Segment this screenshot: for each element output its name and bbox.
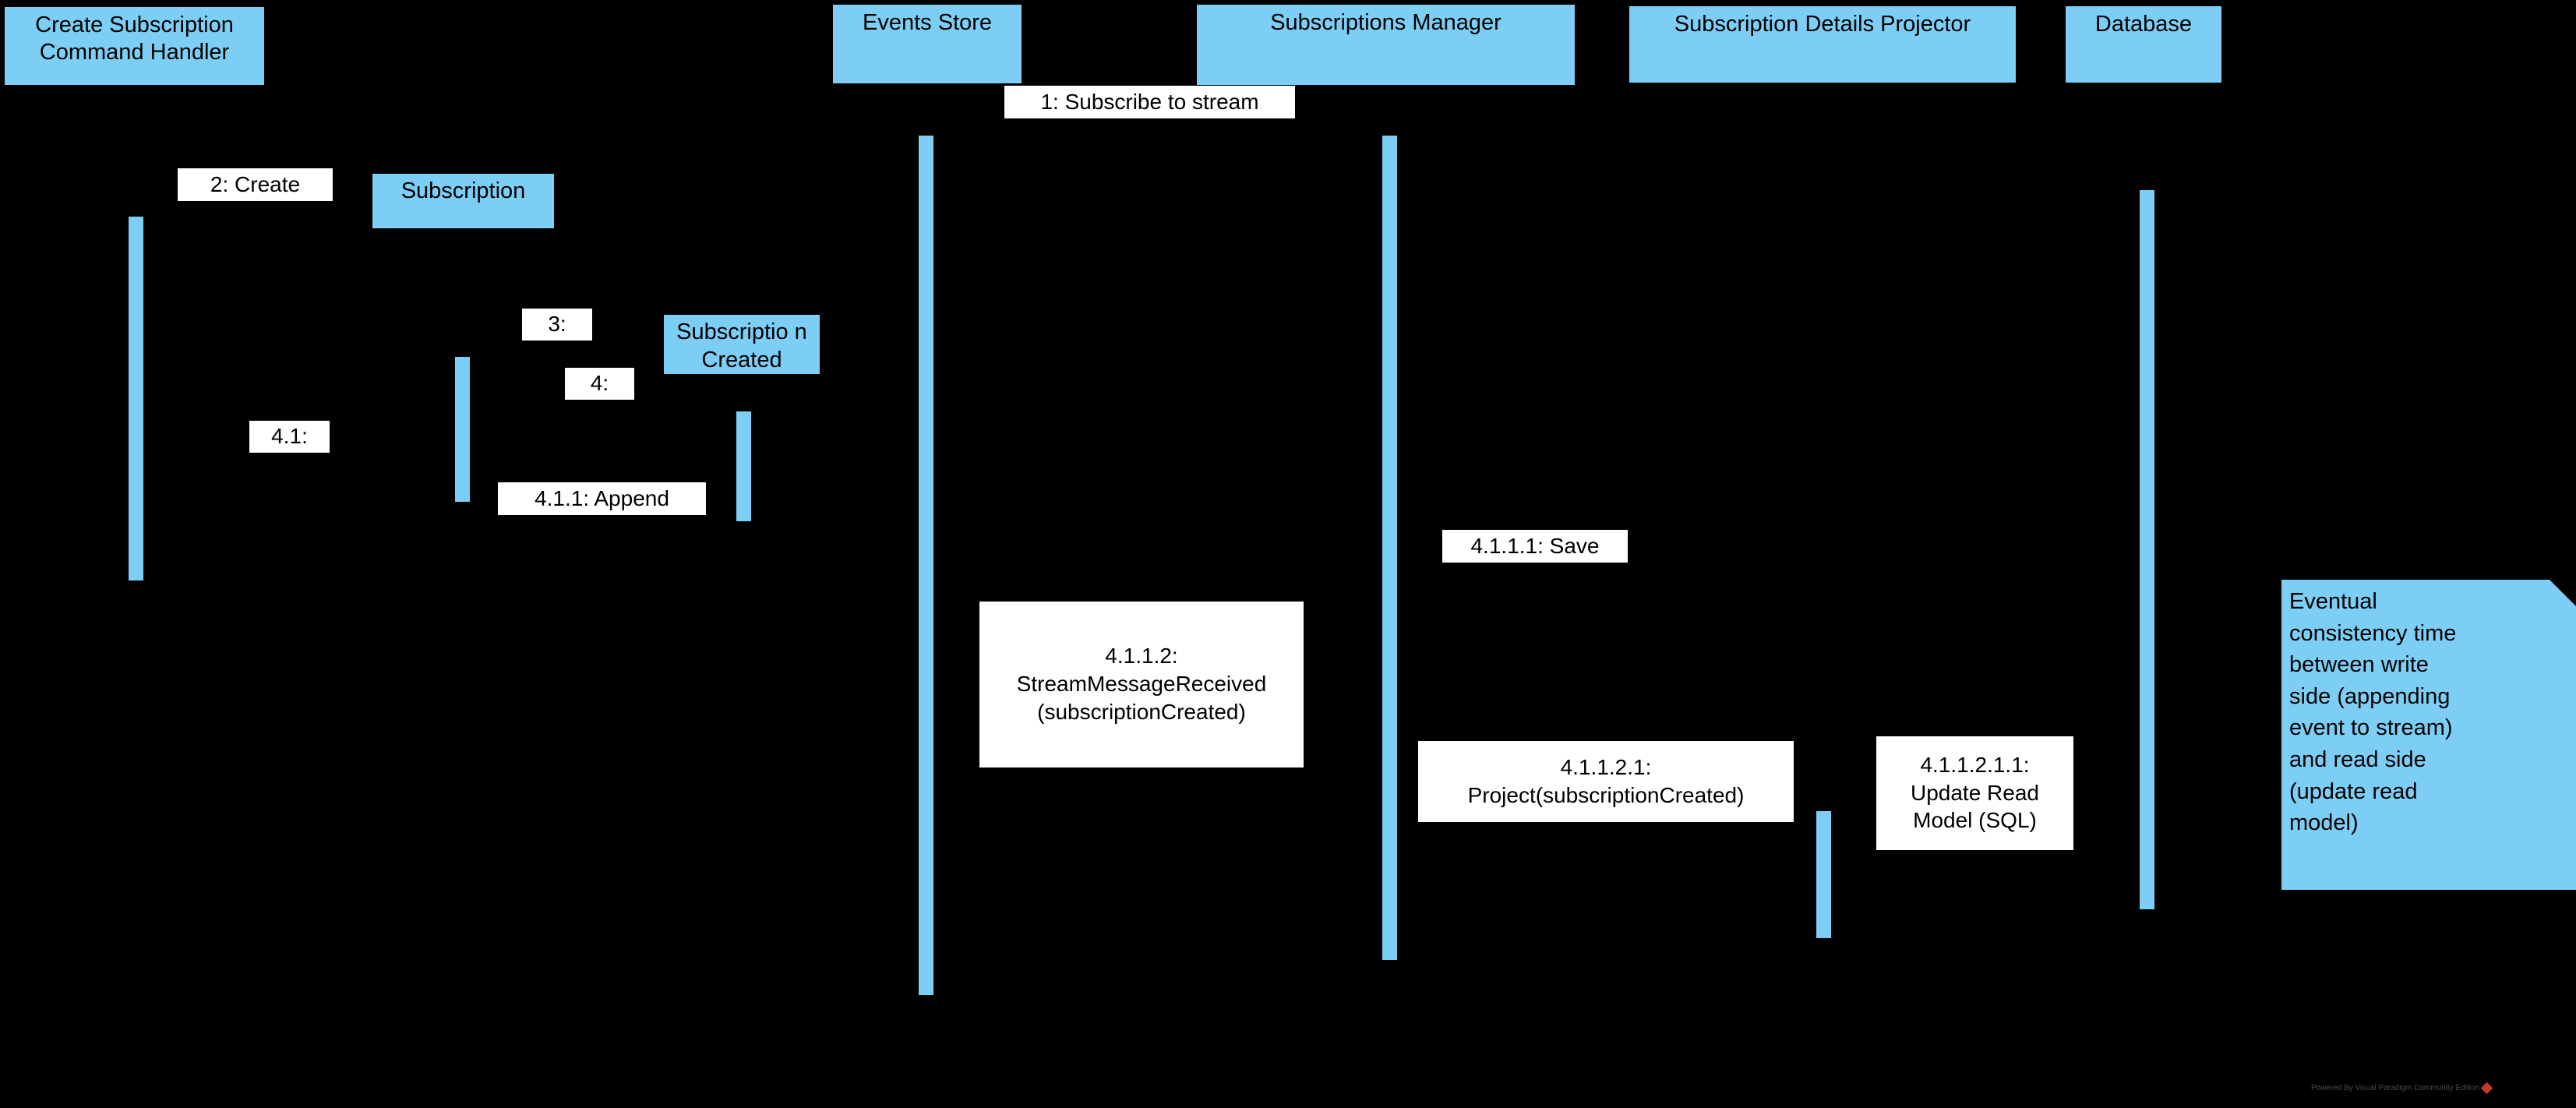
activation-bar-events-store	[918, 135, 934, 996]
message-label-3[interactable]: 3:	[522, 309, 592, 341]
activation-bar-subscription	[454, 356, 471, 503]
message-label-2-create[interactable]: 2: Create	[178, 168, 333, 201]
message-label-4-1[interactable]: 4.1:	[249, 421, 330, 453]
message-label-4-1-1-1-save[interactable]: 4.1.1.1: Save	[1442, 530, 1628, 563]
message-label-1-subscribe-to-stream[interactable]: 1: Subscribe to stream	[1004, 86, 1295, 118]
participant-subscriptions-manager[interactable]: Subscriptions Manager	[1196, 4, 1576, 86]
note-eventual-consistency[interactable]: Eventual consistency time between write …	[2281, 580, 2576, 890]
object-subscription-created[interactable]: Subscriptio n Created	[663, 314, 820, 375]
activation-bar-subscription-created	[736, 411, 752, 522]
activation-bar-database	[2139, 189, 2155, 910]
participant-events-store[interactable]: Events Store	[832, 4, 1022, 84]
message-label-4-1-1-2-1-1-update-read-model[interactable]: 4.1.1.2.1.1: Update Read Model (SQL)	[1876, 736, 2073, 850]
message-label-4[interactable]: 4:	[565, 368, 634, 400]
participant-subscription-details-projector[interactable]: Subscription Details Projector	[1629, 5, 2017, 83]
watermark-powered-by-visual-paradigm: Powered By Visual Paradigm Community Edi…	[2311, 1082, 2493, 1095]
participant-create-subscription-command-handler[interactable]: Create Subscription Command Handler	[4, 6, 265, 86]
activation-bar-subscriptions-manager	[1382, 135, 1398, 961]
message-label-4-1-1-append[interactable]: 4.1.1: Append	[498, 482, 706, 515]
object-subscription[interactable]: Subscription	[372, 173, 555, 229]
participant-database[interactable]: Database	[2065, 5, 2222, 83]
message-label-4-1-1-2-stream-message-received[interactable]: 4.1.1.2: StreamMessageReceived (subscrip…	[979, 602, 1304, 767]
watermark-text: Powered By Visual Paradigm Community Edi…	[2311, 1084, 2480, 1092]
activation-bar-command-handler	[128, 216, 144, 581]
visual-paradigm-logo-icon	[2480, 1082, 2493, 1095]
message-label-4-1-1-2-1-project[interactable]: 4.1.1.2.1: Project(subscriptionCreated)	[1418, 741, 1794, 822]
activation-bar-subscription-details-projector	[1816, 810, 1832, 939]
